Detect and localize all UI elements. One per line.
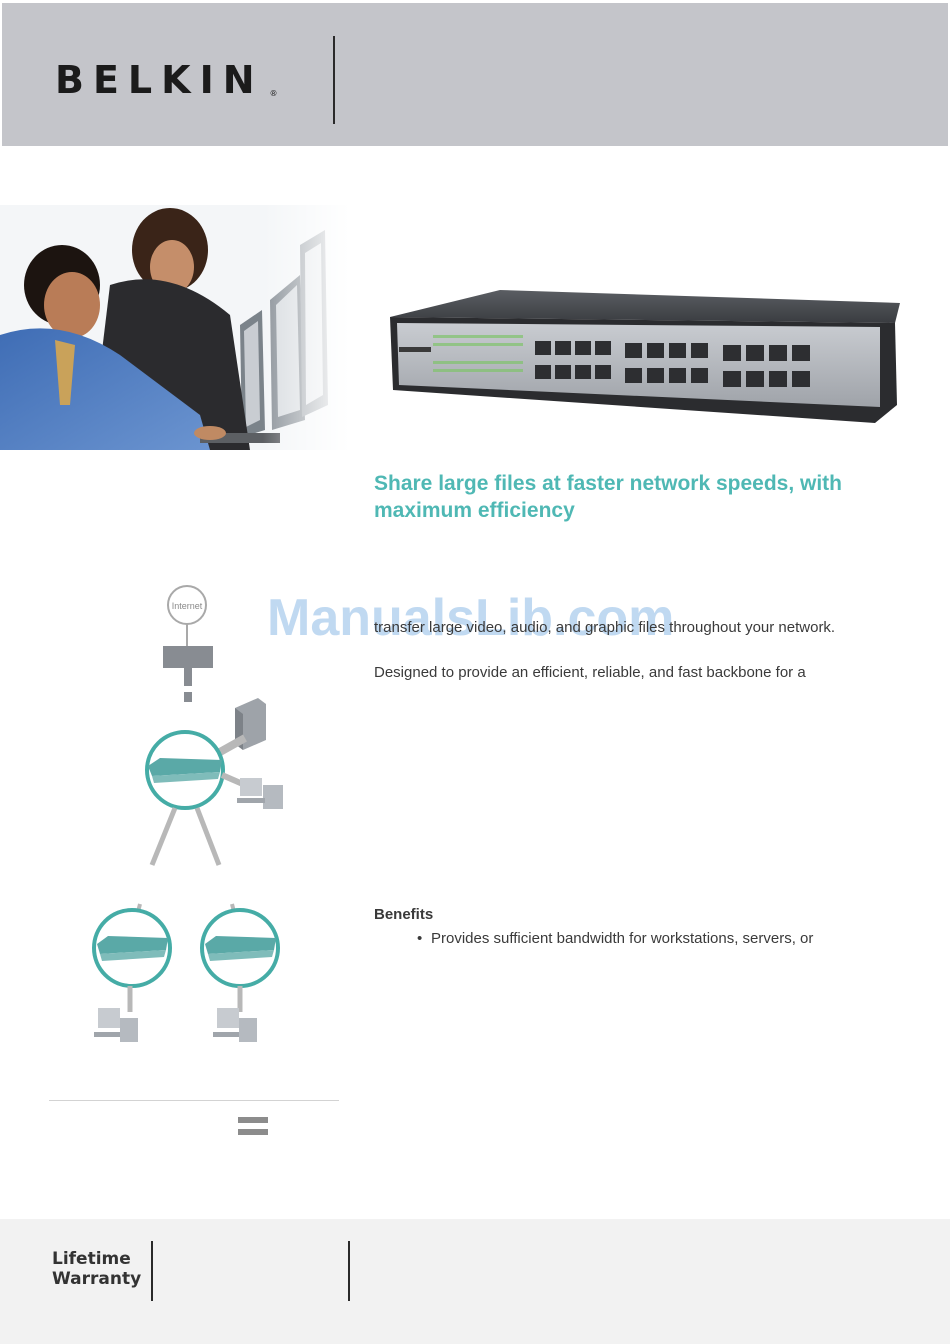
benefits-title: Benefits bbox=[374, 906, 434, 923]
benefit-text: Provides sufficient bandwidth for workst… bbox=[431, 930, 814, 947]
sidebar-divider bbox=[49, 1100, 339, 1101]
warranty-badge: Lifetime Warranty bbox=[52, 1249, 141, 1289]
network-diagram: Internet bbox=[80, 580, 300, 1060]
footer-divider-2 bbox=[348, 1241, 350, 1301]
body-paragraph-2: Designed to provide an efficient, reliab… bbox=[374, 664, 806, 681]
warranty-line-1: Lifetime bbox=[52, 1249, 131, 1269]
headline: Share large files at faster network spee… bbox=[374, 472, 842, 522]
footer-divider-1 bbox=[151, 1241, 153, 1301]
internet-label: Internet bbox=[172, 601, 203, 611]
bullet-icon: • bbox=[417, 930, 423, 947]
brand-name: BELKIN bbox=[55, 58, 264, 102]
switch-product-photo bbox=[385, 285, 905, 425]
benefit-item: • Provides sufficient bandwidth for works… bbox=[417, 930, 813, 947]
registered-mark: ® bbox=[269, 89, 278, 98]
header-divider bbox=[333, 36, 335, 124]
body-paragraph-1: transfer large video, audio, and graphic… bbox=[374, 619, 836, 636]
header-band: BELKIN ® bbox=[2, 3, 948, 146]
equals-icon bbox=[238, 1117, 268, 1139]
office-photo bbox=[0, 205, 350, 450]
brand-logo: BELKIN ® bbox=[55, 58, 278, 102]
footer-band: Lifetime Warranty bbox=[0, 1219, 950, 1344]
warranty-line-2: Warranty bbox=[52, 1269, 142, 1289]
watermark-text: ManualsLib.com bbox=[267, 589, 675, 647]
